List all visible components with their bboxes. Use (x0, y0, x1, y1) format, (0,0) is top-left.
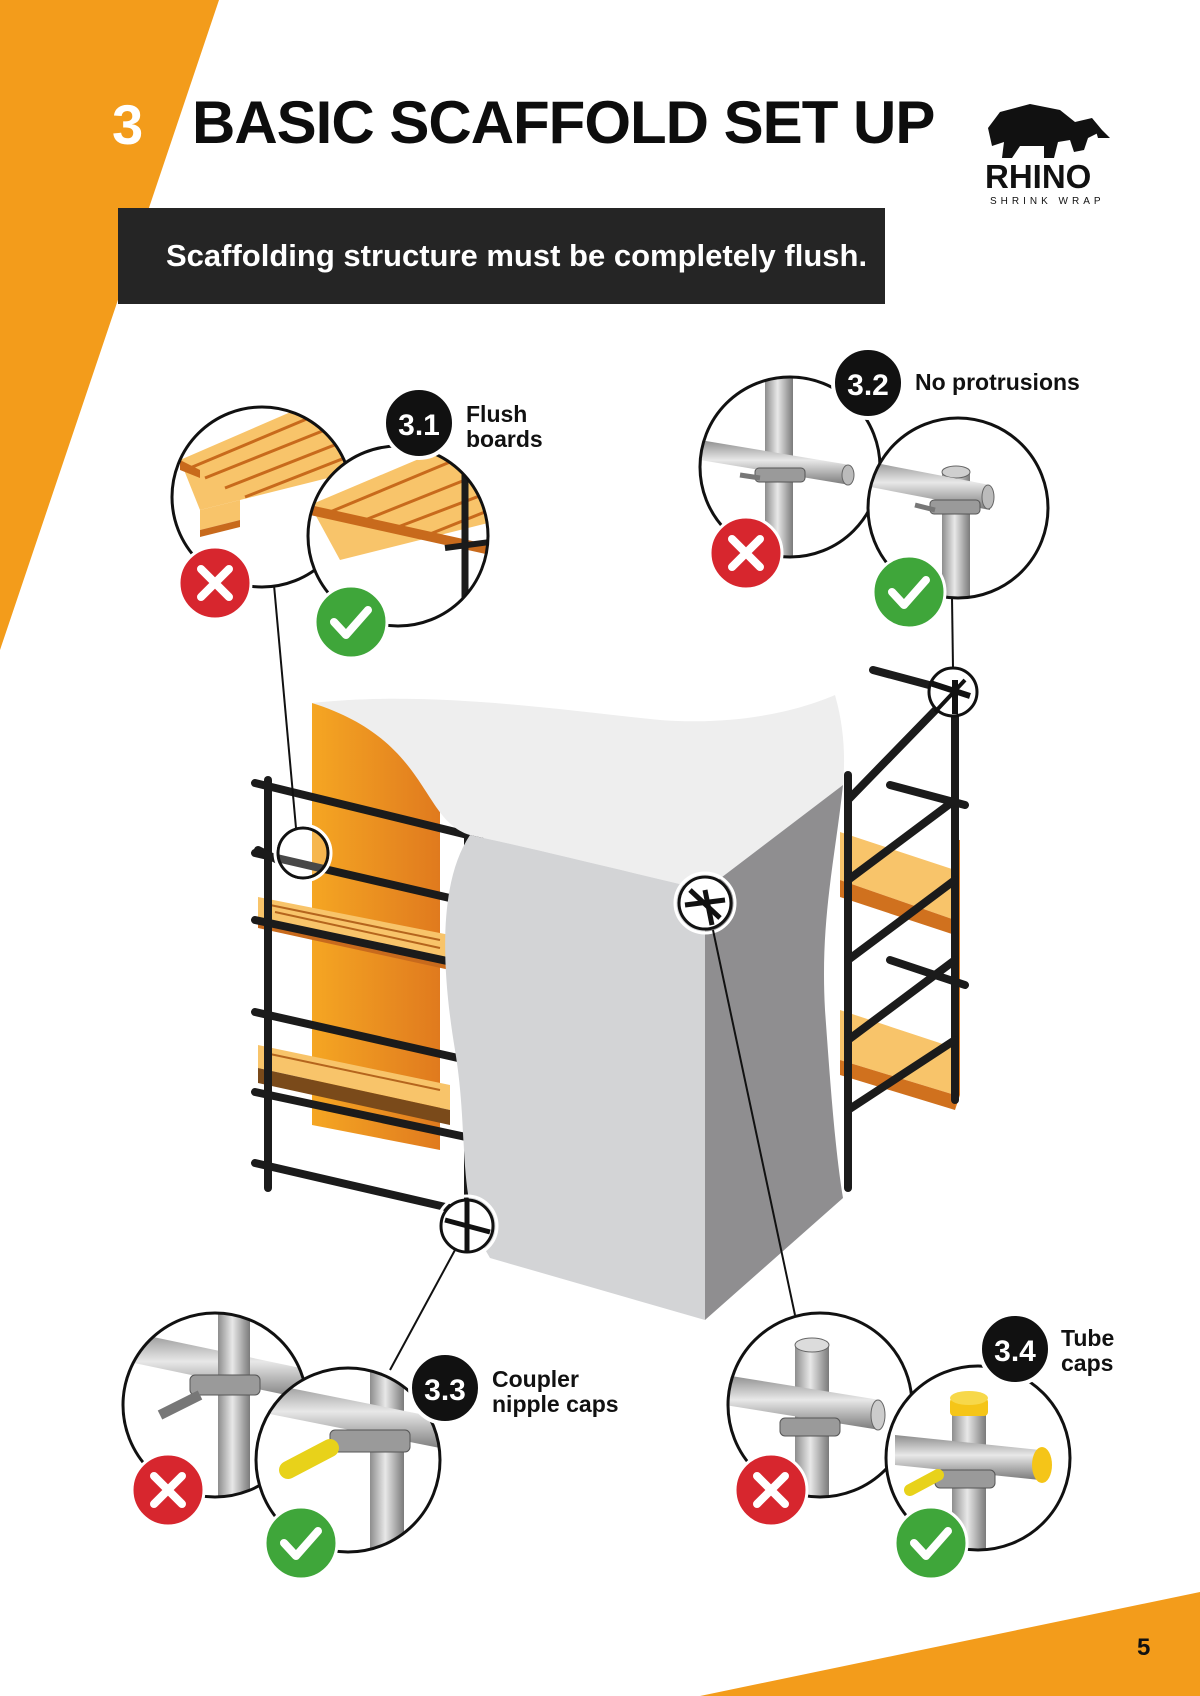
callout-3-1-line2: boards (466, 426, 543, 452)
check-icon (313, 584, 389, 660)
callout-3-4-line2: caps (1061, 1350, 1114, 1376)
logo-tagline: SHRINK WRAP (990, 196, 1105, 207)
badge-3-3-text: 3.3 (424, 1374, 466, 1407)
shrink-wrap-side (705, 785, 843, 1320)
callout-3-3-line2: nipple caps (492, 1391, 619, 1417)
section-number: 3 (112, 93, 144, 156)
shrink-wrap-front (445, 835, 705, 1320)
zoom-marker-protrusion (927, 666, 979, 718)
wrong-icon (733, 1452, 809, 1528)
callout-3-1-line1: Flush (466, 401, 528, 427)
badge-3-4-text: 3.4 (994, 1335, 1036, 1368)
logo-name: RHINO (985, 158, 1092, 195)
zoom-marker-boards (273, 823, 333, 883)
scaffold-scene (251, 584, 979, 1371)
detail-3-2 (698, 346, 1050, 630)
shrink-wrap-top (312, 695, 845, 890)
check-icon (893, 1505, 969, 1581)
callout-3-3-line1: Coupler (492, 1366, 579, 1392)
detail-3-3 (121, 1311, 482, 1581)
orange-corner-top (0, 0, 219, 650)
zoom-marker-coupler (435, 1194, 499, 1258)
rhino-logo-icon (988, 104, 1110, 158)
callout-3-1-label: Flush boards (466, 402, 543, 452)
detail-3-1 (170, 386, 490, 660)
callout-3-2-line1: No protrusions (915, 369, 1080, 395)
wrong-icon (708, 515, 784, 591)
callout-3-2-label: No protrusions (915, 370, 1080, 395)
page-title: BASIC SCAFFOLD SET UP (192, 89, 935, 156)
orange-corner-bottom (700, 1592, 1200, 1696)
wrong-icon (130, 1452, 206, 1528)
badge-3-2-text: 3.2 (847, 369, 889, 402)
wrong-icon (177, 545, 253, 621)
detail-3-4 (726, 1311, 1072, 1581)
callout-3-4-label: Tube caps (1061, 1326, 1114, 1376)
callout-3-4-line1: Tube (1061, 1325, 1115, 1351)
badge-3-1-text: 3.1 (398, 409, 440, 442)
page-number: 5 (1137, 1634, 1151, 1661)
callout-3-3-label: Coupler nipple caps (492, 1367, 619, 1417)
rule-banner: Scaffolding structure must be completely… (118, 208, 885, 304)
check-icon (871, 554, 947, 630)
check-icon (263, 1505, 339, 1581)
zoom-marker-tube-cap (673, 871, 737, 935)
